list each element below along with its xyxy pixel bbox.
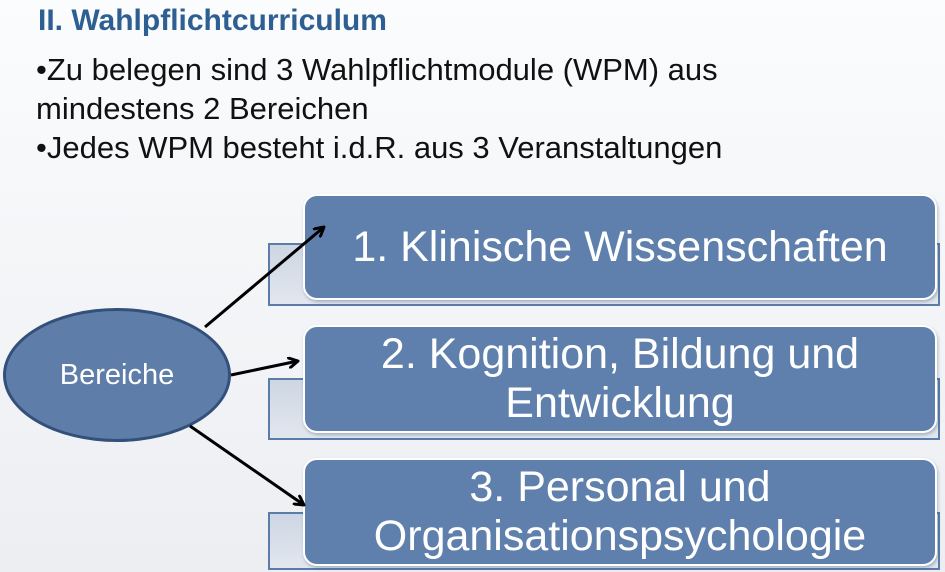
bullet-line-1: •Zu belegen sind 3 Wahlpflichtmodule (WP… bbox=[36, 52, 718, 87]
bullet-list: •Zu belegen sind 3 Wahlpflichtmodule (WP… bbox=[36, 50, 722, 167]
category-2-label: 2. Kognition, Bildung und Entwicklung bbox=[381, 330, 859, 428]
category-box-personal-organisationspsychologie: 3. Personal und Organisationspsychologie bbox=[303, 458, 937, 566]
category-2-line-1: 2. Kognition, Bildung und bbox=[380, 330, 860, 378]
slide-title: II. Wahlpflichtcurriculum bbox=[38, 4, 387, 37]
bereiche-ellipse: Bereiche bbox=[3, 308, 231, 442]
arrow-to-category-3 bbox=[189, 424, 304, 505]
arrow-to-category-1 bbox=[204, 227, 324, 329]
category-3-label: 3. Personal und Organisationspsychologie bbox=[374, 463, 866, 561]
bereiche-label: Bereiche bbox=[59, 358, 175, 391]
category-1-label: 1. Klinische Wissenschaften bbox=[352, 223, 887, 272]
category-3-line-1: 3. Personal und bbox=[469, 463, 771, 511]
bullet-line-2: mindestens 2 Bereichen bbox=[36, 91, 369, 126]
category-1-line-1: 1. Klinische Wissenschaften bbox=[352, 222, 888, 271]
bullet-line-3: •Jedes WPM besteht i.d.R. aus 3 Veransta… bbox=[36, 130, 723, 165]
arrow-to-category-2 bbox=[230, 361, 298, 377]
category-box-kognition-bildung-entwicklung: 2. Kognition, Bildung und Entwicklung bbox=[303, 325, 937, 433]
category-3-line-2: Organisationspsychologie bbox=[373, 512, 867, 560]
category-2-line-2: Entwicklung bbox=[505, 379, 735, 427]
category-box-klinische-wissenschaften: 1. Klinische Wissenschaften bbox=[303, 194, 937, 300]
